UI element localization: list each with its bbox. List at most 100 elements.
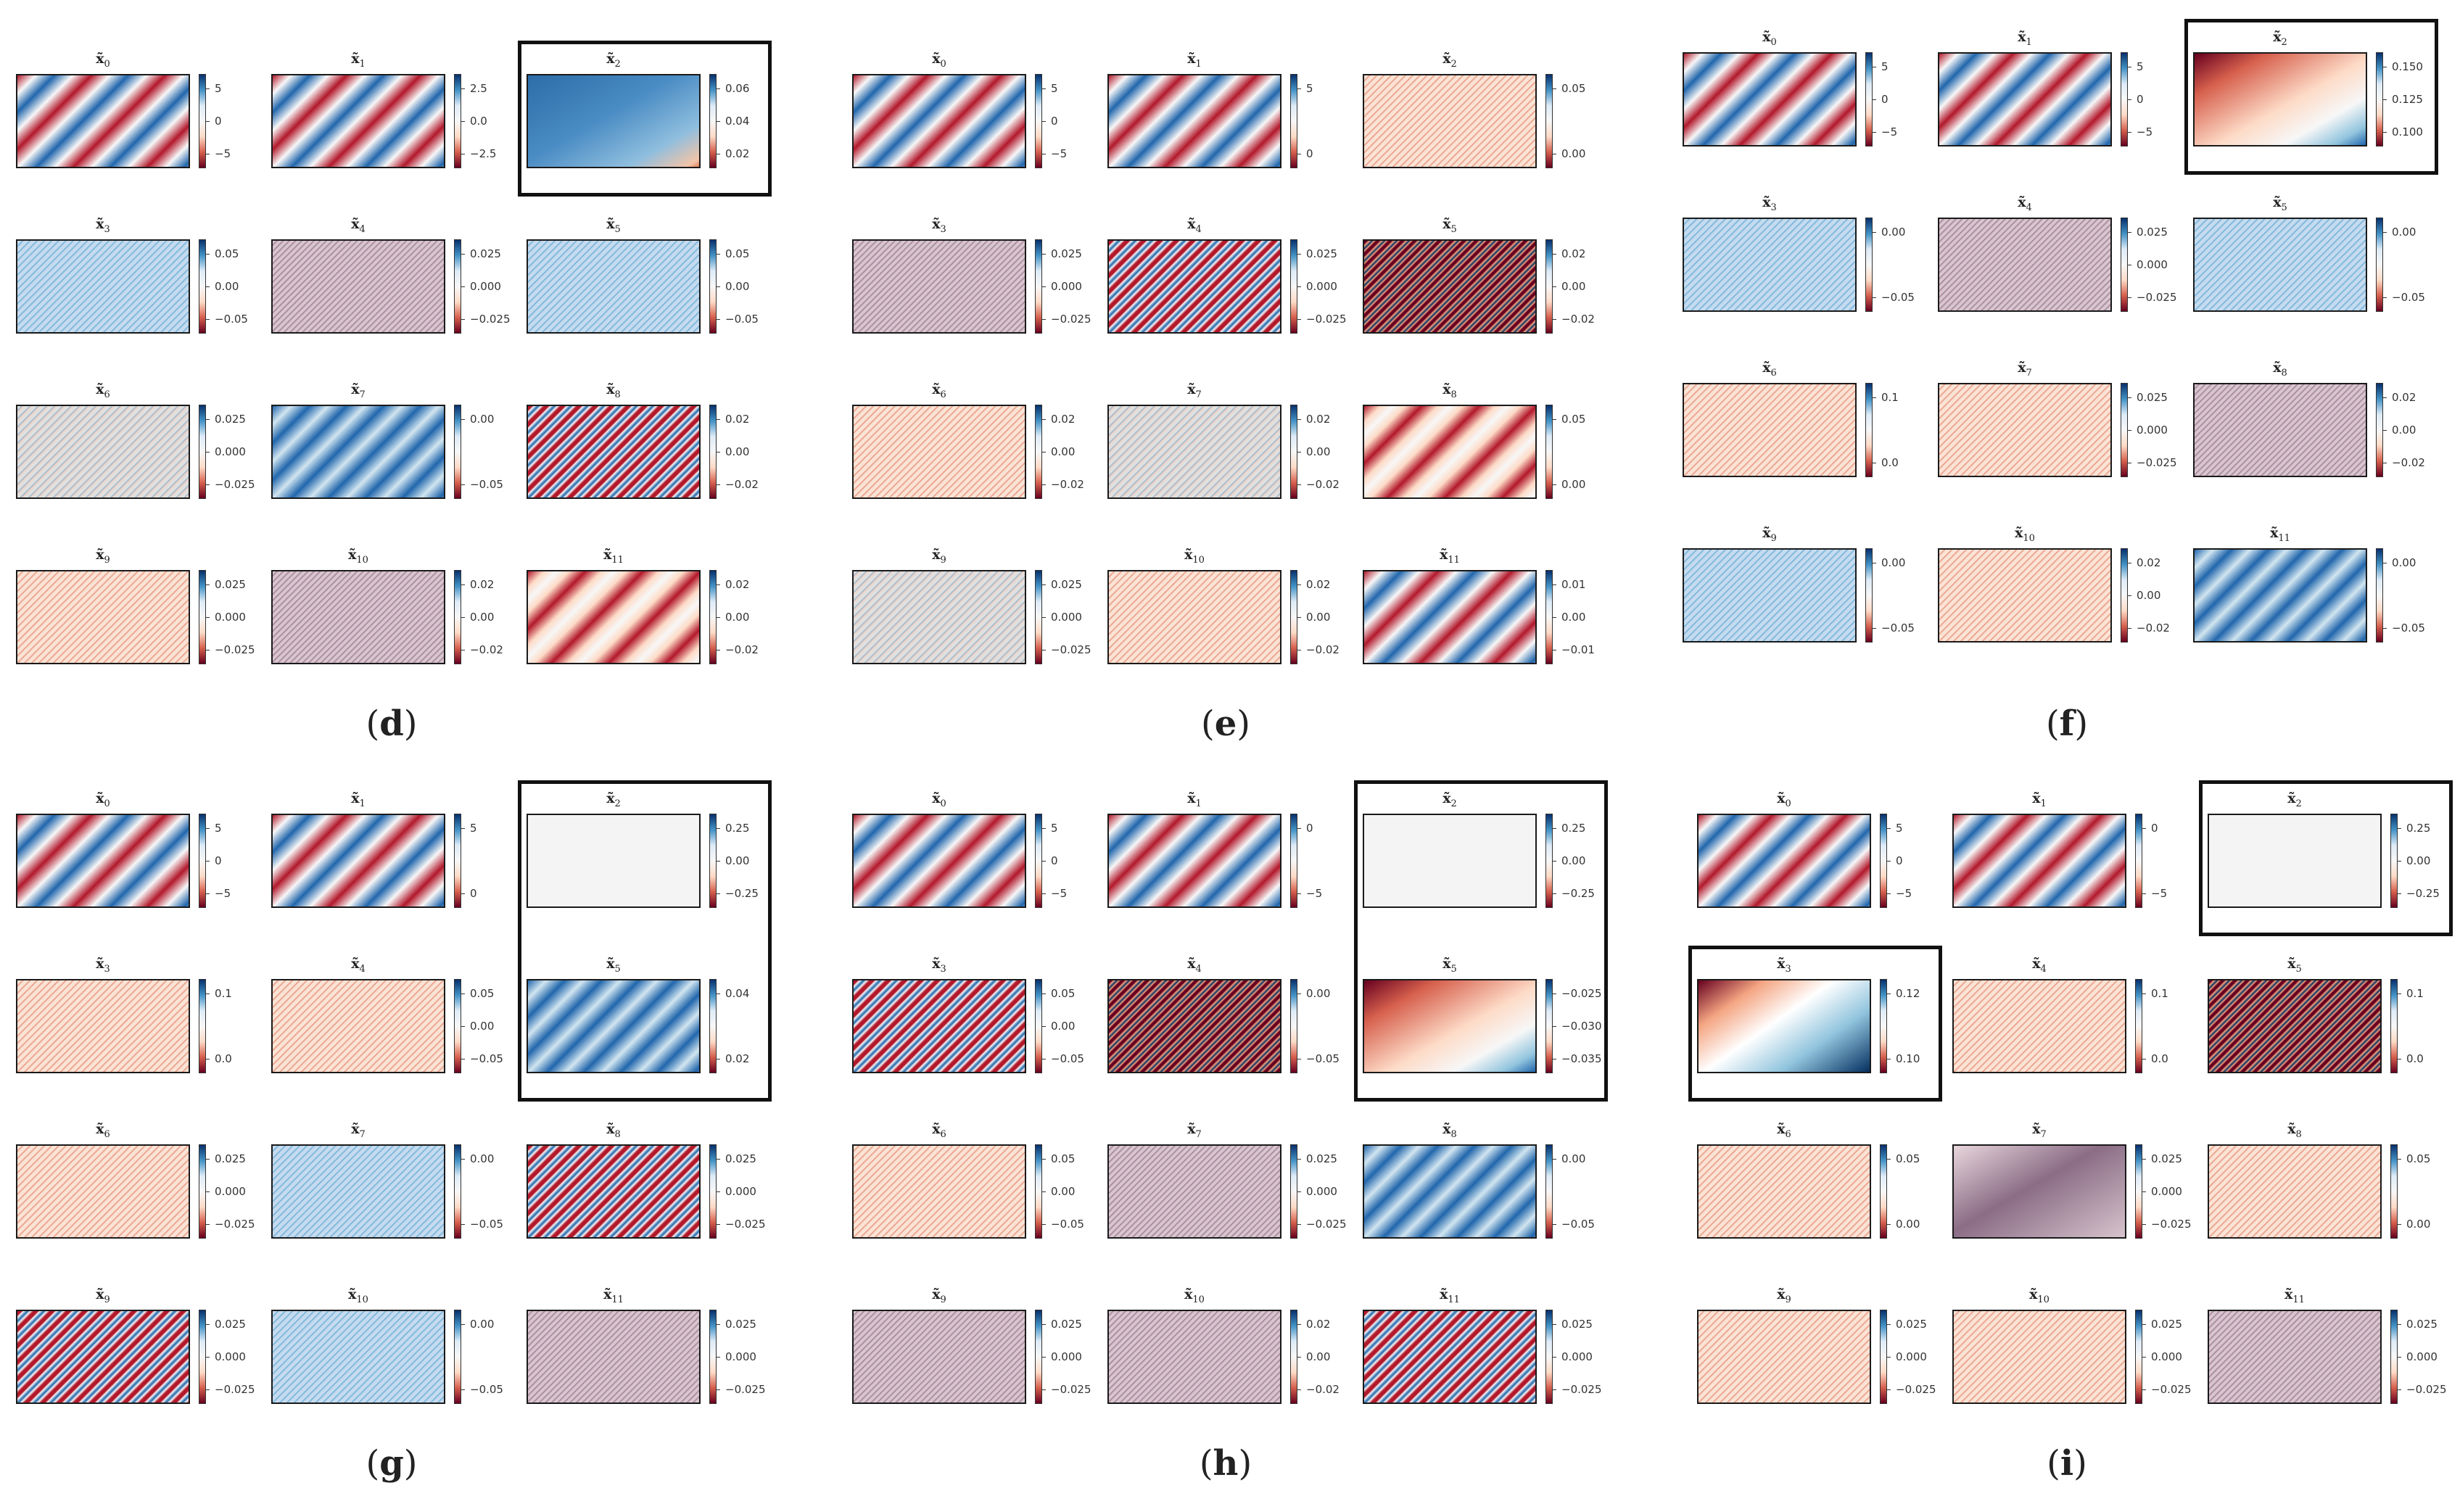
paren-close: )	[1238, 1443, 1252, 1484]
subplot-title-symbol: x̃	[96, 216, 104, 232]
subplot-title-index: 7	[359, 389, 366, 400]
colorbar	[2135, 1144, 2142, 1239]
subplot-title-index: 3	[1785, 964, 1791, 975]
colorbar-tick-label: 0.05	[1552, 413, 1586, 426]
colorbar-tick-label: 0.025	[717, 1318, 756, 1331]
colorbar-tick-label: −0.025	[1887, 1383, 1936, 1396]
subplot-title-symbol: x̃	[1187, 1121, 1196, 1137]
colorbar-tick-label: 0.02	[716, 578, 750, 591]
heatmap-image	[527, 1144, 701, 1239]
subplot-title-index: 1	[359, 798, 366, 809]
paren-open: (	[1199, 1443, 1213, 1484]
colorbar-tick-label: 0	[1297, 147, 1313, 160]
subplot-title-index: 5	[614, 224, 621, 235]
subplot-title-symbol: x̃	[2032, 1121, 2041, 1137]
heatmap-image	[1683, 383, 1857, 477]
subplot-title-symbol: x̃	[351, 1121, 360, 1137]
colorbar-tick-label: −0.025	[206, 1383, 255, 1396]
colorbar	[2121, 383, 2128, 477]
subplot-title: x̃7	[1938, 360, 2112, 379]
heatmap-image	[271, 979, 445, 1073]
panel-letter: d	[379, 703, 404, 744]
heatmap-image	[1952, 1144, 2126, 1239]
colorbar-tick-label: 0.00	[1041, 445, 1076, 458]
panel-label: (f)	[2023, 703, 2110, 744]
subplot-title-symbol: x̃	[1187, 956, 1196, 972]
subplot-title-index: 7	[1195, 1129, 1202, 1140]
subplot-title: x̃11	[527, 547, 701, 566]
colorbar	[2121, 52, 2128, 146]
subplot-title: x̃1	[1938, 29, 2112, 48]
colorbar-tick-label: 0.025	[461, 247, 501, 260]
subplot-title-symbol: x̃	[96, 547, 104, 563]
heatmap-image	[16, 814, 190, 908]
subplot-title-symbol: x̃	[2287, 790, 2296, 806]
colorbar-tick-label: −0.02	[1042, 478, 1084, 491]
heatmap-image	[16, 979, 190, 1073]
subplot-title: x̃10	[271, 1286, 445, 1305]
heatmap-image	[1363, 1310, 1537, 1404]
subplot-title-symbol: x̃	[2287, 956, 2296, 972]
subplot-title: x̃11	[1363, 1286, 1537, 1305]
colorbar-tick-label: 0.025	[1042, 578, 1082, 591]
subplot-title-index: 10	[2037, 1294, 2050, 1305]
colorbar-tick-label: −5	[2127, 125, 2153, 139]
subplot-title-index: 11	[1448, 555, 1460, 566]
subplot-title: x̃2	[2208, 790, 2382, 809]
subplot-title-symbol: x̃	[2287, 1121, 2296, 1137]
heatmap-image	[1938, 52, 2112, 146]
colorbar-tick-label: −0.025	[1042, 1383, 1091, 1396]
colorbar-tick-label: 0.025	[2128, 391, 2168, 404]
subplot-title: x̃2	[2193, 29, 2367, 48]
subplot-title: x̃8	[2193, 360, 2367, 379]
subplot-title: x̃1	[1107, 790, 1281, 809]
heatmap-image	[1697, 814, 1871, 908]
subplot-title-symbol: x̃	[1442, 790, 1451, 806]
colorbar	[1035, 74, 1042, 168]
subplot-x5: x̃5−0.025−0.030−0.035	[1363, 956, 1631, 1111]
subplot-title-symbol: x̃	[96, 790, 104, 806]
colorbar	[1545, 814, 1553, 908]
colorbar	[709, 74, 717, 168]
colorbar	[1880, 979, 1887, 1073]
colorbar	[1545, 74, 1553, 168]
colorbar	[199, 814, 206, 908]
subplot-title-index: 1	[359, 59, 366, 70]
colorbar-tick-label: 0.25	[716, 822, 750, 835]
colorbar-tick-label: 0.00	[1552, 147, 1586, 160]
colorbar-tick-label: −5	[1886, 887, 1912, 900]
paren-close: )	[2073, 1443, 2087, 1484]
subplot-title: x̃5	[527, 216, 701, 235]
subplot-title-index: 4	[1195, 964, 1202, 975]
colorbar-tick-label: −0.01	[1553, 643, 1595, 656]
subplot-title-symbol: x̃	[1762, 29, 1771, 45]
colorbar	[199, 979, 206, 1073]
colorbar-tick-label: 0.0	[461, 115, 487, 128]
colorbar-tick-label: 0.25	[2397, 822, 2431, 835]
colorbar-tick-label: −5	[1041, 887, 1068, 900]
colorbar-tick-label: −0.025	[461, 313, 511, 326]
heatmap-image	[852, 979, 1026, 1073]
subplot-title: x̃11	[2208, 1286, 2382, 1305]
heatmap-image	[527, 405, 701, 499]
subplot-title: x̃11	[1363, 547, 1537, 566]
subplot-title-symbol: x̃	[606, 956, 615, 972]
subplot-title: x̃2	[1363, 51, 1537, 70]
subplot-title-symbol: x̃	[932, 51, 941, 67]
colorbar	[2390, 979, 2398, 1073]
subplot-title-symbol: x̃	[1762, 194, 1771, 210]
colorbar	[199, 570, 206, 664]
colorbar-tick-label: 0.000	[1553, 1350, 1593, 1363]
colorbar-tick-label: 0.025	[1042, 247, 1082, 260]
colorbar-tick-label: 0.000	[2128, 258, 2168, 271]
